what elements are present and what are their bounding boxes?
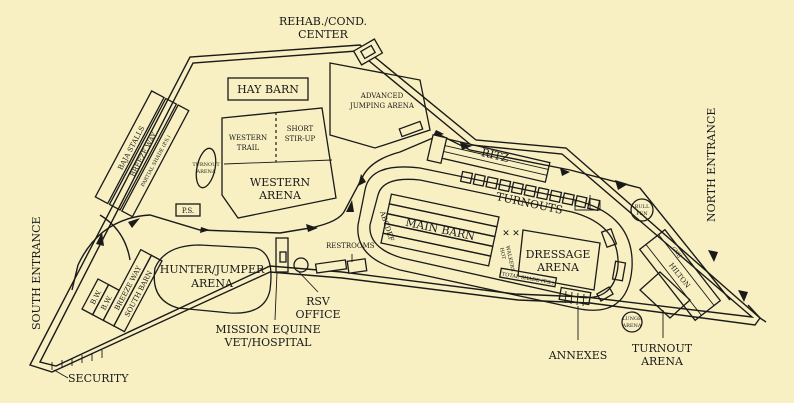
main-barn-group: MAIN BARN bbox=[380, 193, 500, 267]
security-label: SECURITY bbox=[68, 372, 129, 385]
mission-label-2: VET/HOSPITAL bbox=[224, 336, 313, 349]
western-arena-label-2: ARENA bbox=[258, 189, 302, 202]
security: SECURITY bbox=[51, 350, 129, 385]
dressage-label-2: ARENA bbox=[536, 261, 580, 274]
short-stirup-label-2: STIR-UP bbox=[285, 135, 316, 143]
restrooms: RESTROOMS bbox=[314, 242, 375, 274]
north-entrance-label: NORTH ENTRANCE bbox=[705, 108, 718, 222]
bull-pen-label: BULL bbox=[635, 204, 650, 210]
hunter-jumper-label: HUNTER/JUMPER bbox=[160, 263, 265, 276]
rsv-label-2: OFFICE bbox=[295, 308, 340, 321]
western-trail-label-2: TRAIL bbox=[237, 144, 260, 152]
svg-text:✕: ✕ bbox=[502, 229, 510, 239]
advanced-jumping-arena: ADVANCED JUMPING ARENA bbox=[329, 62, 431, 149]
hot-walkers: ✕ ✕ HOT WALKERS bbox=[498, 229, 520, 273]
hilton: HILTON GHIJ bbox=[638, 228, 722, 322]
restrooms-label: RESTROOMS bbox=[326, 242, 375, 250]
rehab-label-2: CENTER bbox=[298, 28, 348, 41]
hunter-jumper-arena: HUNTER/JUMPER ARENA bbox=[153, 244, 272, 314]
western-complex: WESTERN TRAIL SHORT STIR-UP WESTERN AREN… bbox=[221, 107, 337, 219]
lunge-arena: LUNGE ARENA bbox=[621, 311, 643, 333]
bull-pen-label-2: PEN bbox=[636, 211, 648, 217]
lunge-arena-label: LUNGE bbox=[622, 316, 642, 322]
small-turnout-arena: TURNOUT ARENA bbox=[192, 147, 220, 189]
ritz-label: RITZ bbox=[480, 146, 510, 165]
dressage-label: DRESSAGE bbox=[526, 248, 591, 261]
circulation-paths bbox=[71, 130, 748, 302]
hunter-jumper-label-2: ARENA bbox=[190, 277, 234, 290]
rsv-label: RSV bbox=[306, 295, 331, 308]
annexes-label: ANNEXES bbox=[548, 349, 608, 362]
short-stirup-label: SHORT bbox=[287, 125, 314, 133]
turnout-arena: TURNOUT ARENA bbox=[632, 271, 693, 368]
mission-vet: MISSION EQUINE VET/HOSPITAL bbox=[215, 237, 321, 349]
mission-label: MISSION EQUINE bbox=[215, 323, 320, 336]
western-arena-label: WESTERN bbox=[250, 176, 311, 189]
turnouts: TURNOUTS bbox=[459, 170, 601, 217]
side-structures bbox=[574, 195, 627, 302]
svg-text:✕: ✕ bbox=[512, 229, 520, 239]
baja-stalls-group: BAJA STALLS BREEZE WAY PARTIAL SHADE (P.… bbox=[94, 90, 190, 218]
rsv-office: RSV OFFICE bbox=[293, 257, 341, 321]
annexes: ANNEXES bbox=[548, 286, 608, 362]
turnouts-label: TURNOUTS bbox=[495, 190, 564, 217]
turnout-arena-label: TURNOUT bbox=[632, 342, 693, 355]
ritz: RITZ bbox=[437, 137, 551, 183]
property-boundary bbox=[28, 44, 767, 373]
turnout-arena-label-2: ARENA bbox=[640, 355, 684, 368]
ps-label: P.S. bbox=[182, 207, 194, 215]
south-barn-group: B.W. B.W. BREEZE WAY SOUTH BARN bbox=[81, 248, 163, 333]
south-entrance-label: SOUTH ENTRANCE bbox=[30, 216, 43, 330]
race-track bbox=[357, 166, 633, 311]
hot-walkers-label: HOT bbox=[498, 247, 506, 260]
lunge-arena-label-2: ARENA bbox=[621, 323, 641, 329]
rehab-center: REHAB./COND. CENTER bbox=[279, 15, 384, 66]
hay-barn-label: HAY BARN bbox=[237, 83, 299, 96]
bull-pen: BULL PEN bbox=[630, 198, 654, 222]
hot-walkers-label-2: WALKERS bbox=[504, 245, 515, 273]
turnout-small-label-2: ARENA bbox=[195, 169, 215, 175]
partial-shade-box: P.S. bbox=[175, 203, 201, 217]
western-trail-label: WESTERN bbox=[229, 134, 267, 142]
jumping-arena-label: JUMPING ARENA bbox=[349, 102, 415, 110]
hay-barn: HAY BARN bbox=[227, 77, 309, 101]
rehab-label: REHAB./COND. bbox=[279, 15, 367, 28]
turnout-small-label: TURNOUT bbox=[192, 162, 220, 168]
dressage-arena: DRESSAGE ARENA bbox=[517, 229, 601, 291]
advanced-label: ADVANCED bbox=[360, 92, 404, 100]
